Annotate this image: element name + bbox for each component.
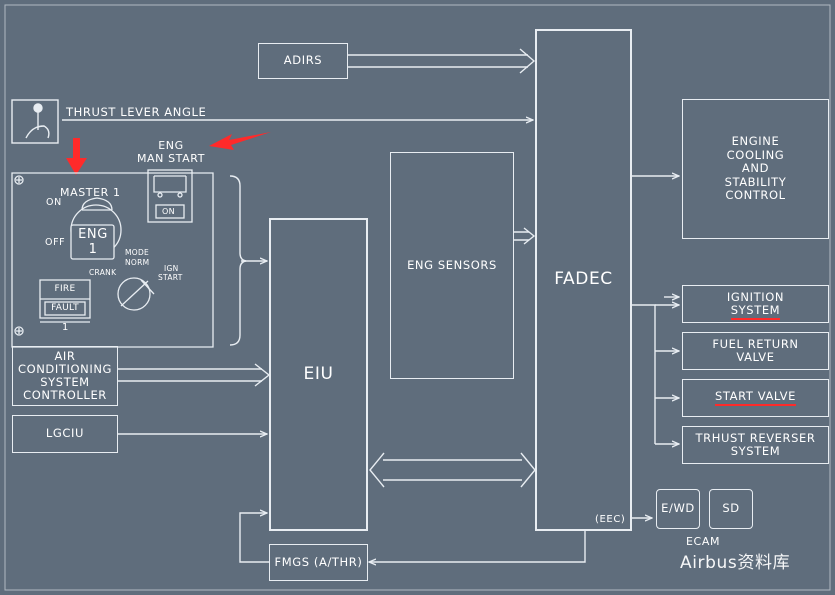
sd-display-box: SD bbox=[709, 489, 753, 529]
adirs-box: ADIRS bbox=[258, 43, 348, 79]
red-arrow-icon bbox=[66, 132, 271, 175]
lgciu-label: LGCIU bbox=[45, 426, 85, 441]
eng-man-start-line1: ENG bbox=[158, 139, 184, 152]
watermark: Airbus资料库 bbox=[680, 553, 791, 573]
eng-switch-line1: ENG bbox=[78, 227, 108, 242]
engine-cooling-line2: COOLING bbox=[726, 147, 785, 162]
engine-cooling-line5: CONTROL bbox=[725, 188, 786, 203]
ignition-system-box: IGNITION SYSTEM bbox=[682, 285, 829, 323]
engine-cooling-box: ENGINE COOLING AND STABILITY CONTROL bbox=[682, 99, 829, 239]
ignition-line2: SYSTEM bbox=[730, 303, 781, 320]
fuel-return-line1: FUEL RETURN bbox=[712, 336, 799, 351]
acsc-box: AIR CONDITIONING SYSTEM CONTROLLER bbox=[12, 346, 118, 406]
engine-cooling-line1: ENGINE bbox=[731, 134, 780, 149]
eec-label: (EEC) bbox=[595, 514, 626, 525]
crank-label: CRANK bbox=[89, 268, 117, 277]
acsc-line3: SYSTEM bbox=[40, 375, 90, 389]
start-label: START bbox=[158, 273, 183, 282]
fire-label: FIRE bbox=[54, 284, 76, 294]
mode-label: MODE bbox=[125, 248, 150, 257]
acsc-line2: CONDITIONING bbox=[17, 362, 113, 376]
fmgs-label: FMGS (A/THR) bbox=[274, 554, 363, 569]
engine-cooling-line4: STABILITY bbox=[724, 174, 787, 189]
fadec-box: FADEC bbox=[535, 29, 632, 531]
engine-cooling-line3: AND bbox=[741, 161, 770, 176]
ignition-line1: IGNITION bbox=[726, 289, 785, 304]
thrust-reverser-box: TRHUST REVERSER SYSTEM bbox=[682, 426, 829, 464]
start-valve-box: START VALVE bbox=[682, 379, 829, 417]
rotary-selector-icon bbox=[118, 278, 150, 310]
fmgs-box: FMGS (A/THR) bbox=[269, 544, 368, 581]
eiu-label: EIU bbox=[303, 363, 334, 384]
adirs-label: ADIRS bbox=[283, 53, 323, 68]
fuel-return-valve-box: FUEL RETURN VALVE bbox=[682, 332, 829, 370]
start-valve-label: START VALVE bbox=[714, 389, 796, 407]
acsc-line4: CONTROLLER bbox=[23, 388, 107, 402]
eng-switch-line2: 1 bbox=[88, 242, 98, 257]
ignition-line2-wrap: SYSTEM bbox=[727, 303, 784, 320]
man-start-on-light: ON bbox=[162, 207, 175, 216]
thrust-lever-icon bbox=[11, 99, 59, 144]
ewd-label: E/WD bbox=[661, 501, 695, 516]
eng-man-start-line2: MAN START bbox=[136, 152, 206, 165]
ecam-label: ECAM bbox=[686, 535, 721, 548]
sd-label: SD bbox=[722, 501, 740, 516]
ewd-display-box: E/WD bbox=[656, 489, 700, 529]
acsc-line1: AIR bbox=[54, 349, 76, 363]
engine-panel bbox=[11, 169, 214, 348]
eng-sensors-box: ENG SENSORS bbox=[390, 152, 514, 379]
lgciu-box: LGCIU bbox=[12, 415, 118, 453]
master-switch: ENG 1 bbox=[72, 227, 114, 257]
master-off-label: OFF bbox=[45, 237, 66, 248]
master-on-label: ON bbox=[46, 197, 62, 208]
fadec-label: FADEC bbox=[554, 269, 613, 290]
eiu-box: EIU bbox=[269, 218, 368, 531]
eng-sensors-label: ENG SENSORS bbox=[407, 257, 497, 272]
thrust-reverser-line2: SYSTEM bbox=[730, 444, 781, 458]
fire-number: 1 bbox=[62, 322, 69, 333]
master-label: MASTER 1 bbox=[60, 186, 121, 199]
fuel-return-line2: VALVE bbox=[736, 350, 775, 364]
norm-label: NORM bbox=[125, 258, 150, 267]
fault-label: FAULT bbox=[51, 303, 79, 313]
ign-label: IGN bbox=[164, 264, 179, 273]
eng-man-start-label: ENG MAN START bbox=[128, 139, 214, 165]
thrust-lever-angle-label: THRUST LEVER ANGLE bbox=[66, 105, 207, 119]
thrust-reverser-line1: TRHUST REVERSER bbox=[695, 430, 816, 445]
